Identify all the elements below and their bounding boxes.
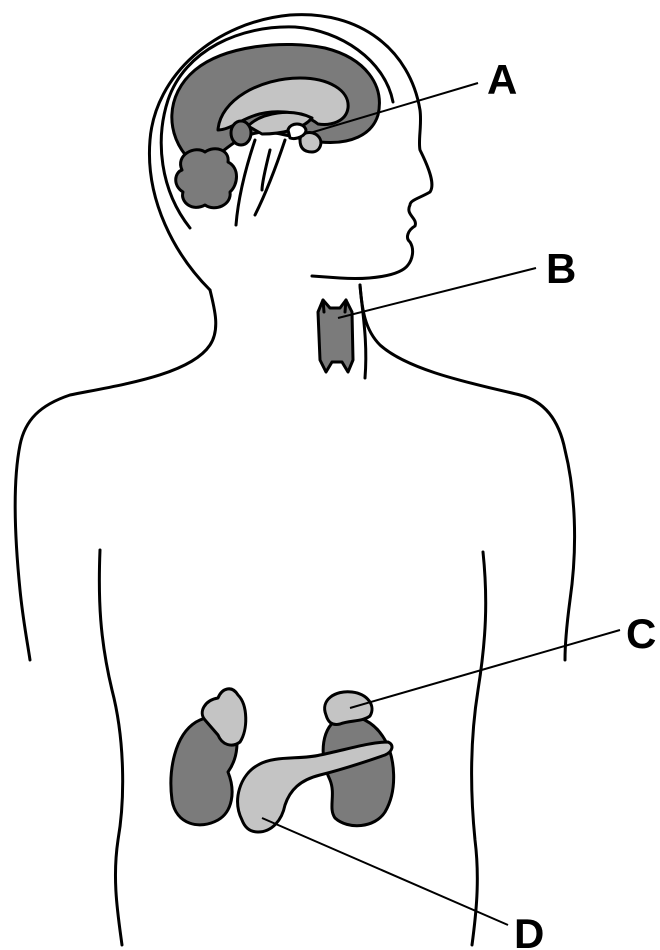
body [15, 285, 575, 945]
pointer-line-b [338, 268, 536, 318]
body-outline-right [360, 285, 575, 660]
brain [172, 44, 380, 225]
cerebellum [176, 149, 237, 208]
right-adrenal-gland [325, 692, 372, 725]
body-outline-left [15, 290, 216, 660]
left-kidney-group [171, 689, 246, 825]
label-c: C [626, 610, 656, 657]
brain-stem [236, 140, 255, 225]
label-a: A [487, 56, 517, 103]
pineal-gland [231, 121, 251, 145]
right-flank [472, 552, 486, 945]
hypothalamus [288, 124, 306, 139]
thyroid-gland [318, 300, 353, 372]
label-d: D [514, 910, 544, 950]
left-flank [99, 550, 122, 945]
pointer-line-d [262, 818, 508, 925]
label-b: B [546, 245, 576, 292]
